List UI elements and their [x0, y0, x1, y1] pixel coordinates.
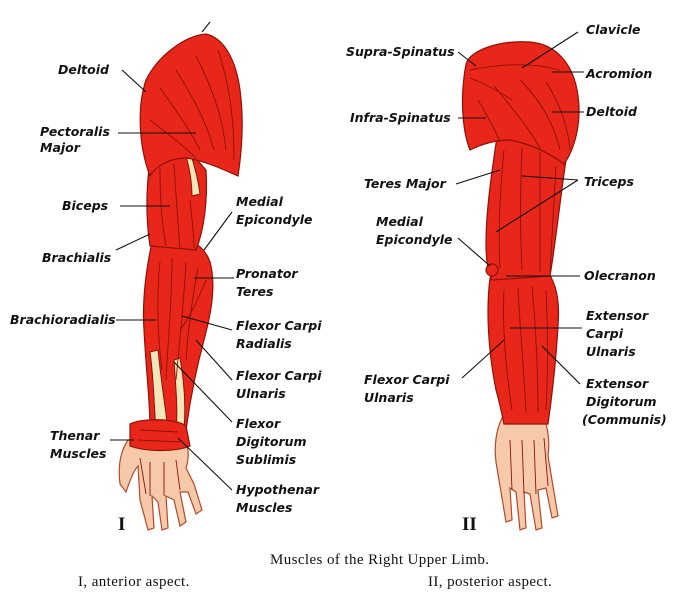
label-ed-line1: Extensor [586, 376, 649, 391]
label-fds-line2: Digitorum [236, 434, 307, 449]
label-fcu-posterior-line1: Flexor Carpi [364, 372, 450, 387]
label-fcu-anterior-line1: Flexor Carpi [236, 368, 322, 383]
label-pectoralis-line1: Pectoralis [40, 124, 110, 139]
numeral-posterior: II [462, 514, 477, 535]
label-infraspinatus: Infra-Spinatus [350, 110, 451, 125]
label-deltoid-posterior: Deltoid [586, 104, 638, 119]
anterior-labels: Deltoid Pectoralis Major Biceps Brachial… [10, 62, 322, 535]
label-medial-epicondyle-anterior-line2: Epicondyle [236, 212, 313, 227]
label-biceps: Biceps [62, 198, 108, 213]
label-ecu-line1: Extensor [586, 308, 649, 323]
label-thenar-line2: Muscles [50, 446, 106, 461]
anterior-upper-arm [146, 151, 208, 251]
leader-lines [110, 21, 584, 491]
label-hypothenar-line2: Muscles [236, 500, 292, 515]
label-hypothenar-line1: Hypothenar [236, 482, 320, 497]
posterior-labels: Clavicle Supra-Spinatus Acromion Infra-S… [346, 22, 667, 535]
anterior-arm-illustration [118, 33, 243, 531]
label-thenar-line1: Thenar [50, 428, 100, 443]
label-fds-line3: Sublimis [236, 452, 296, 467]
label-fds-line1: Flexor [236, 416, 281, 431]
label-ecu-line2: Carpi [586, 326, 624, 341]
caption-posterior: II, posterior aspect. [428, 574, 552, 590]
label-medial-epicondyle-anterior-line1: Medial [236, 194, 284, 209]
label-triceps: Triceps [584, 174, 634, 189]
label-pronator-line1: Pronator [236, 266, 298, 281]
label-ed-line3: (Communis) [582, 412, 667, 427]
anterior-forearm [129, 235, 214, 452]
label-fcu-posterior-line2: Ulnaris [364, 390, 414, 405]
label-ecu-line3: Ulnaris [586, 344, 636, 359]
label-fcu-anterior-line2: Ulnaris [236, 386, 286, 401]
numeral-anterior: I [118, 514, 125, 535]
posterior-arm-illustration [461, 41, 580, 531]
label-acromion: Acromion [585, 66, 652, 81]
posterior-hand [494, 417, 559, 531]
label-olecranon: Olecranon [584, 268, 656, 283]
caption-anterior: I, anterior aspect. [78, 574, 190, 590]
anterior-shoulder [139, 33, 243, 178]
label-medial-epicondyle-posterior-line1: Medial [376, 214, 424, 229]
label-pronator-line2: Teres [236, 284, 273, 299]
label-fcr-line1: Flexor Carpi [236, 318, 322, 333]
posterior-shoulder [461, 41, 580, 165]
label-teres-major: Teres Major [364, 176, 447, 191]
label-clavicle: Clavicle [586, 22, 641, 37]
caption: Muscles of the Right Upper Limb. I, ante… [78, 552, 552, 590]
posterior-upper-arm [485, 129, 567, 281]
label-brachialis: Brachialis [42, 250, 111, 265]
label-pectoralis-line2: Major [40, 140, 81, 155]
label-deltoid-anterior: Deltoid [58, 62, 110, 77]
label-supraspinatus: Supra-Spinatus [346, 44, 455, 59]
label-medial-epicondyle-posterior-line2: Epicondyle [376, 232, 453, 247]
caption-title: Muscles of the Right Upper Limb. [270, 552, 489, 568]
label-fcr-line2: Radialis [236, 336, 292, 351]
label-ed-line2: Digitorum [586, 394, 657, 409]
anterior-hand [118, 435, 203, 531]
label-brachioradialis: Brachioradialis [10, 312, 116, 327]
